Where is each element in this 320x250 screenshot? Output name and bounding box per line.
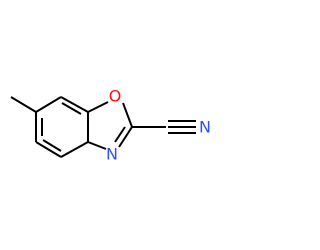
o-c7a-bond [87, 101, 109, 113]
ring-bond-top [60, 96, 89, 113]
bonds [10, 96, 196, 158]
ring-bond-ul [35, 96, 62, 113]
ring-nitrogen-atom-label: N [106, 145, 118, 164]
c2-n3-inner-bond [114, 126, 126, 143]
nitrile-nitrogen-atom-label: N [199, 118, 211, 137]
oxygen-atom-label: O [109, 87, 122, 106]
n3-c3a-bond [87, 141, 107, 150]
methyl-bond [10, 96, 37, 113]
atom-labels: O N N [106, 87, 211, 164]
ring-inner-bond-top [61, 102, 82, 115]
molecule-structure: O N N [10, 87, 211, 164]
c2-n3-bond [118, 126, 133, 148]
ring-inner-bond-bottom [42, 139, 62, 152]
ring-bond-lr [60, 141, 89, 158]
o-c2-bond [122, 102, 133, 128]
ring-bond-bottom [35, 141, 62, 158]
